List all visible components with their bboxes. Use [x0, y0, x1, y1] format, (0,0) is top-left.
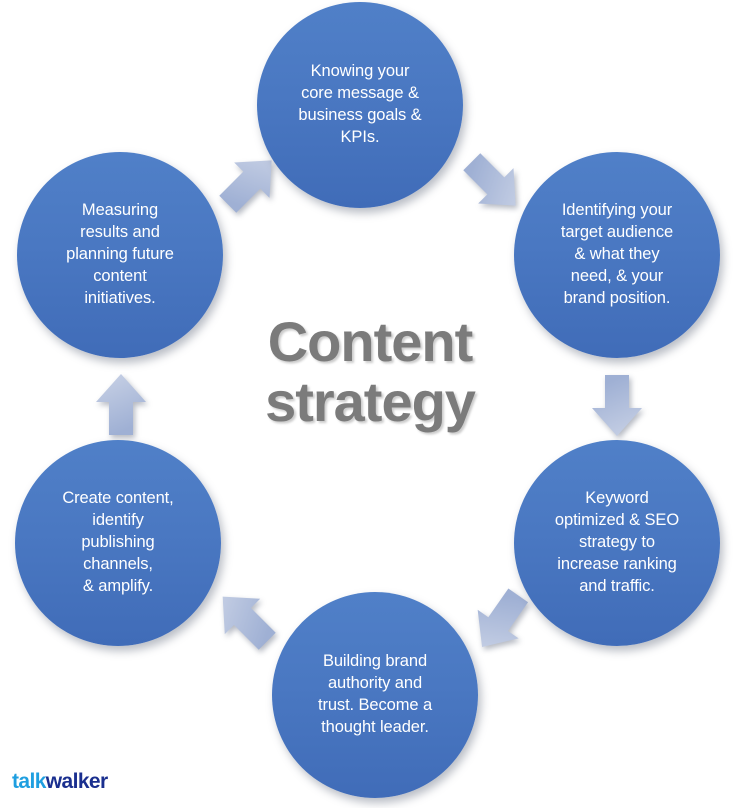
- node-label: Knowing your core message & business goa…: [298, 62, 422, 146]
- node-building-brand-authority: Building brand authority and trust. Beco…: [272, 592, 478, 798]
- node-label: Building brand authority and trust. Beco…: [317, 652, 433, 736]
- arrow-left-upper-to-top-icon: [214, 147, 284, 219]
- arrow-right-upper-to-right-lower-icon: [582, 372, 652, 438]
- node-identifying-target-audience: Identifying your target audience & what …: [514, 152, 720, 358]
- node-label: Identifying your target audience & what …: [560, 201, 674, 307]
- node-label: Create content, identify publishing chan…: [62, 489, 174, 595]
- talkwalker-logo: talkwalker: [12, 770, 108, 794]
- node-keyword-optimized-seo: Keyword optimized & SEO strategy to incr…: [514, 440, 720, 646]
- node-knowing-core-message: Knowing your core message & business goa…: [257, 2, 463, 208]
- node-label: Keyword optimized & SEO strategy to incr…: [554, 489, 680, 595]
- arrow-left-lower-to-left-upper-icon: [86, 372, 156, 438]
- node-create-content-amplify: Create content, identify publishing chan…: [15, 440, 221, 646]
- arrow-bottom-to-left-lower-icon: [209, 582, 283, 658]
- node-measuring-results: Measuring results and planning future co…: [17, 152, 223, 358]
- logo-part-talk: talk: [12, 770, 46, 793]
- arrow-top-to-right-upper-icon: [458, 147, 528, 219]
- node-label: Measuring results and planning future co…: [66, 201, 174, 307]
- diagram-title: Content strategy: [265, 310, 476, 434]
- logo-part-walker: walker: [45, 770, 108, 793]
- arrow-right-lower-to-bottom-icon: [464, 582, 538, 658]
